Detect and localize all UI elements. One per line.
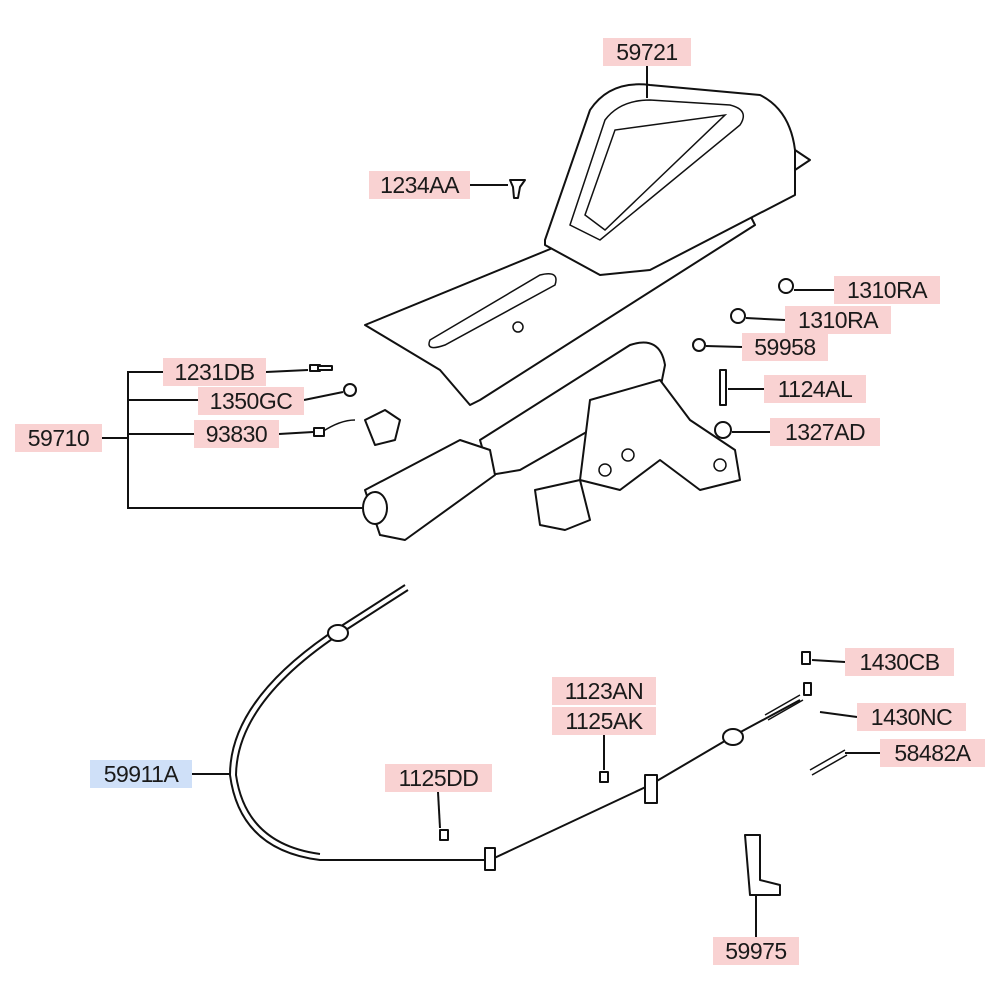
part-label-1125AK[interactable]: 1125AK	[552, 707, 656, 735]
part-label-1124AL[interactable]: 1124AL	[764, 375, 866, 403]
part-label-1310RA[interactable]: 1310RA	[834, 276, 940, 304]
part-label-59721[interactable]: 59721	[603, 38, 691, 66]
part-label-59911A[interactable]: 59911A	[90, 760, 192, 788]
brake-cable	[228, 584, 848, 896]
parking-brake-lever	[362, 341, 741, 541]
part-label-1430NC[interactable]: 1430NC	[857, 703, 966, 731]
part-label-59958[interactable]: 59958	[742, 333, 828, 361]
part-label-1234AA[interactable]: 1234AA	[369, 171, 470, 199]
part-label-1123AN[interactable]: 1123AN	[552, 677, 656, 705]
part-label-59710[interactable]: 59710	[15, 424, 102, 452]
part-label-1125DD[interactable]: 1125DD	[385, 764, 492, 792]
part-label-1350GC[interactable]: 1350GC	[198, 387, 304, 415]
leader-lines	[102, 66, 880, 937]
part-label-58482A[interactable]: 58482A	[880, 739, 985, 767]
part-label-93830[interactable]: 93830	[194, 420, 279, 448]
part-label-1310RA-2[interactable]: 1310RA	[785, 306, 891, 334]
fasteners	[309, 179, 794, 446]
part-label-1231DB[interactable]: 1231DB	[163, 358, 266, 386]
console-cover	[364, 83, 811, 406]
part-label-1327AD[interactable]: 1327AD	[770, 418, 880, 446]
part-label-1430CB[interactable]: 1430CB	[845, 648, 954, 676]
part-label-59975[interactable]: 59975	[713, 937, 799, 965]
